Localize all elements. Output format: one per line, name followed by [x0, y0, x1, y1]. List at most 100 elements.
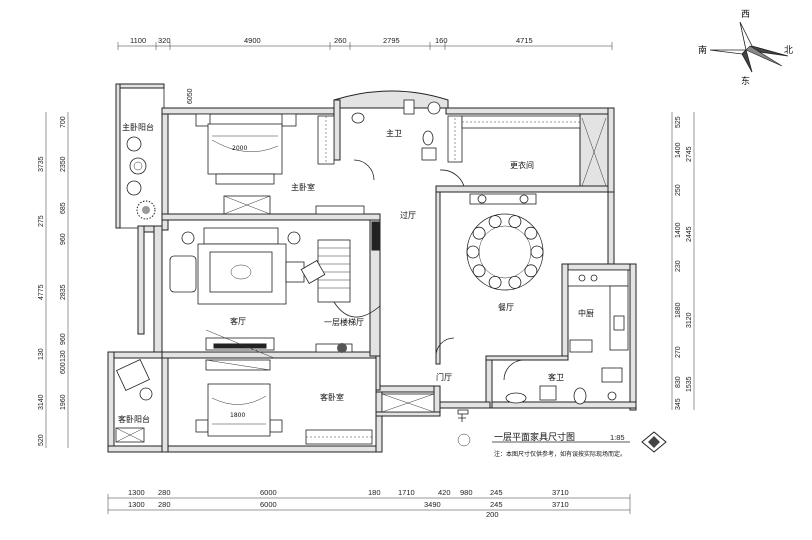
- dim-right-8: 830: [675, 376, 682, 388]
- room-label-guest-bedroom: 客卧室: [320, 392, 344, 402]
- dim-bottom2-1: 1300: [128, 500, 145, 509]
- dining-chair-icon: [488, 215, 502, 229]
- legend-ornament-icon: [641, 431, 667, 453]
- shower-icon: [421, 147, 437, 161]
- dim-left-outer-6: 520: [38, 434, 45, 446]
- dim-left-inner-3: 685: [60, 202, 67, 214]
- room-label-master-bedroom: 主卧室: [291, 182, 315, 192]
- dim-top-2: 320: [158, 36, 171, 45]
- side-table-icon: [139, 387, 153, 401]
- dim-left-outer-4: 130: [38, 348, 45, 360]
- dining-chair-icon: [472, 264, 486, 278]
- dining-chair-icon: [472, 226, 486, 240]
- dim-bottom2-3: 6000: [260, 500, 277, 509]
- room-label-dining: 餐厅: [498, 303, 514, 312]
- dim-right-3: 250: [675, 184, 682, 196]
- basin-icon: [505, 392, 527, 404]
- lamp-icon: [287, 231, 301, 245]
- outer-walls: [107, 83, 637, 453]
- basin-icon: [427, 101, 441, 115]
- room-label-kitchen: 中厨: [578, 308, 594, 318]
- sink-icon: [351, 112, 365, 124]
- entrance-hall: 门厅: [381, 337, 455, 413]
- countertop-icon: [567, 269, 629, 287]
- dim-left-outer-5: 3140: [38, 394, 45, 410]
- kitchen: 中厨: [567, 269, 629, 353]
- room-label-master-balcony: 主卧阳台: [122, 122, 154, 132]
- drawing-title: 一层平面家具尺寸图: [494, 431, 575, 443]
- sideboard-icon: [469, 193, 537, 205]
- appliance-icon: [569, 339, 593, 353]
- legend: 一层平面家具尺寸图 1:85 注：本图尺寸仅供参考，如有误按实际现场而定。: [457, 409, 667, 458]
- top-dimension-line: 1100 320 4900 260 2795 160 4715: [117, 36, 613, 50]
- basin-icon: [403, 99, 415, 115]
- stove-burner-icon: [578, 274, 586, 282]
- room-label-living: 客厅: [230, 316, 246, 326]
- vanity-icon: [539, 385, 557, 401]
- dim-left-inner-7: 600: [60, 362, 67, 374]
- dresser-icon: [315, 205, 365, 215]
- dim-left-outer-3: 4775: [38, 284, 45, 300]
- plant-icon: [136, 200, 156, 220]
- master-bedroom: 2000 主卧室: [195, 113, 365, 215]
- toilet-icon: [573, 387, 587, 405]
- dim-right-9: 345: [675, 398, 682, 410]
- dim-bottom-extra: 200: [486, 510, 499, 519]
- bed-icon: [207, 383, 271, 437]
- chair-icon: [126, 180, 142, 196]
- living-room: 客厅: [169, 227, 305, 359]
- dim-left-inner-6: 960: [60, 333, 67, 345]
- compass-east: 东: [741, 75, 750, 87]
- sink-icon: [613, 315, 625, 331]
- guest-bath: 客卫: [503, 359, 623, 405]
- floor-drain-icon: [607, 391, 617, 401]
- dim-right-inner-2: 2445: [686, 226, 693, 242]
- dim-bottom2-2: 280: [158, 500, 171, 509]
- dim-top-4: 260: [334, 36, 347, 45]
- dim-bottom2-4: 3490: [424, 500, 441, 509]
- chair-icon: [126, 136, 142, 152]
- lamp-icon: [181, 231, 195, 245]
- dim-left-outer-1: 3735: [38, 156, 45, 172]
- dining-chairs: [466, 215, 544, 289]
- dim-left-inner-2: 2350: [60, 156, 67, 172]
- shower-icon: [601, 367, 623, 383]
- compass-rose: 西 南 北 东: [698, 9, 793, 87]
- round-table-icon: [129, 157, 147, 175]
- left-dimension-lines: 3735 275 4775 130 3140 520 700 2350 685 …: [38, 112, 69, 448]
- dining-chair-icon: [508, 215, 522, 229]
- dim-right-inner-4: 1535: [686, 376, 693, 392]
- dim-bottom2-5: 245: [490, 500, 503, 509]
- dim-right-1: 525: [675, 116, 682, 128]
- dim-right-7: 270: [675, 346, 682, 358]
- walk-in-closet: 更衣间: [447, 115, 607, 187]
- dim-bottom1-7: 980: [460, 488, 473, 497]
- dim-bottom1-4: 180: [368, 488, 381, 497]
- dim-bottom1-5: 1710: [398, 488, 415, 497]
- toilet-icon: [422, 130, 434, 146]
- dim-bottom1-3: 6000: [260, 488, 277, 497]
- guest-balcony: 客卧阳台: [115, 359, 153, 443]
- master-bath: 主卫: [317, 99, 465, 187]
- dim-left-inner-8: 1960: [60, 394, 67, 410]
- dim-left-inner-1: 700: [60, 116, 67, 128]
- plant-icon: [337, 343, 347, 353]
- dining-chair-icon: [524, 264, 538, 278]
- stove-burner-icon: [590, 274, 598, 282]
- bed-size-label: 2000: [232, 145, 247, 152]
- room-label-entrance: 门厅: [436, 372, 452, 382]
- right-dimension-lines: 525 1400 250 1400 230 1880 270 830 345 2…: [671, 112, 695, 410]
- armchair-icon: [169, 255, 197, 293]
- dim-right-inner-3: 3120: [686, 312, 693, 328]
- nightstand-icon: [281, 113, 297, 127]
- drawing-scale: 1:85: [610, 433, 625, 442]
- master-balcony: 主卧阳台: [122, 122, 156, 220]
- dining-chair-icon: [488, 275, 502, 289]
- dim-right-5: 230: [675, 260, 682, 272]
- dim-bottom1-6: 420: [438, 488, 451, 497]
- console-icon: [315, 343, 353, 353]
- dining-chair-icon: [466, 245, 480, 259]
- dim-left-inner-4: 960: [60, 233, 67, 245]
- dining-room: 餐厅: [466, 193, 544, 312]
